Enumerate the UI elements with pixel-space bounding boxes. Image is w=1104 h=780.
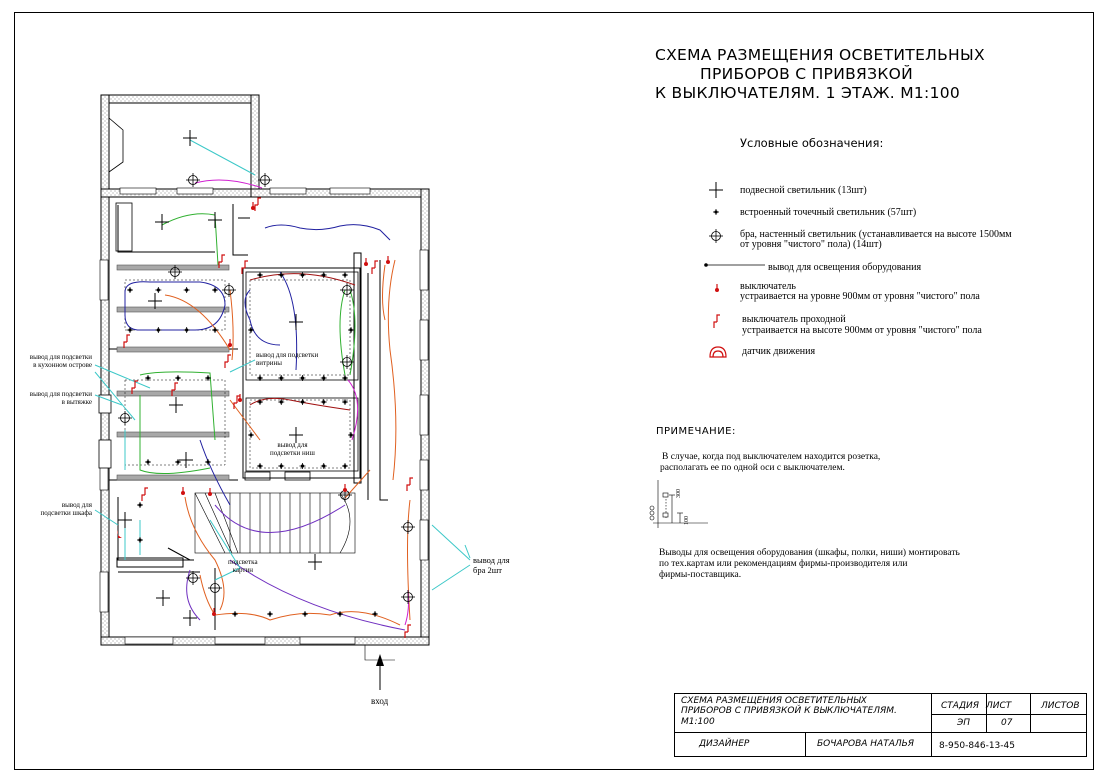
note-sketch (649, 480, 708, 528)
legend-sconce-1: бра, настенный светильник (устанавливает… (740, 229, 1012, 240)
spot-light (341, 271, 349, 279)
callout-showcase-2: витрины (256, 359, 282, 367)
sheet-frame (14, 12, 1094, 770)
stamp-sheet-label: ЛИСТ (986, 701, 1012, 711)
callout-showcase-1: вывод для подсветки (256, 351, 319, 359)
title-block: СХЕМА РАЗМЕЩЕНИЯ ОСВЕТИТЕЛЬНЫХ ПРИБОРОВ … (674, 693, 1087, 757)
spot-light (247, 431, 255, 439)
callout-bra: вывод для бра 2шт (473, 555, 510, 575)
legend-motion: датчик движения (742, 346, 816, 357)
windows (99, 187, 429, 645)
callout-niche: вывод для подсветки ниш (270, 441, 315, 457)
spot-light (341, 462, 349, 470)
callout-island-2: в кухонном острове (33, 361, 92, 369)
spot-light (126, 326, 134, 334)
legend-passswitch-2: устраивается на высоте 900мм от уровня "… (742, 325, 982, 336)
legend-symbols (704, 181, 765, 358)
callout-cabinet-2: подсветки шкафа (40, 509, 92, 517)
stamp-title-1: СХЕМА РАЗМЕЩЕНИЯ ОСВЕТИТЕЛЬНЫХ (681, 696, 867, 706)
sconce-lights (117, 172, 416, 605)
callout-hood-2: в вытяжке (61, 398, 92, 406)
spot-light (126, 286, 134, 294)
note-text-4: по тех.картам или рекомендациям фирмы-пр… (659, 559, 908, 569)
callout-hood-1: вывод для подсветки (29, 390, 92, 398)
spot-light (154, 326, 162, 334)
spot-light (347, 326, 355, 334)
stamp-role: ДИЗАЙНЕР (699, 739, 750, 749)
callout-niche-2: подсветки ниш (270, 449, 315, 457)
spot-light (277, 462, 285, 470)
spot-light (136, 536, 144, 544)
spot-light (174, 374, 182, 382)
note-text-2: располагать ее по одной оси с выключател… (660, 463, 845, 473)
spot-light (144, 458, 152, 466)
legend-sconce-2: от уровня "чистого" пола) (14шт) (740, 239, 882, 250)
legend-switch-1: выключатель (740, 281, 796, 292)
legend-pendant: подвесной светильник (13шт) (740, 185, 867, 196)
callout-pictures-1: подсветка (228, 558, 258, 566)
callout-pictures: подсветка картин (228, 558, 258, 574)
hood-outlet-box (98, 394, 112, 414)
stamp-phone: 8-950-846-13-45 (939, 741, 1015, 751)
spot-light (231, 610, 239, 618)
title-line-2: ПРИБОРОВ С ПРИВЯЗКОЙ (700, 65, 914, 83)
annex-room (108, 102, 252, 252)
stamp-stage-label: СТАДИЯ (941, 701, 979, 711)
callout-bra-2: бра 2шт (473, 565, 502, 575)
callout-showcase: вывод для подсветки витрины (256, 351, 318, 367)
title-line-1: СХЕМА РАЗМЕЩЕНИЯ ОСВЕТИТЕЛЬНЫХ (655, 46, 985, 64)
callout-niche-1: вывод для (277, 441, 308, 449)
niche-frames (244, 271, 359, 481)
spot-light (301, 610, 309, 618)
note-text-1: В случае, когда под выключателем находит… (662, 452, 881, 462)
drawing-title: СХЕМА РАЗМЕЩЕНИЯ ОСВЕТИТЕЛЬНЫХ ПРИБОРОВ … (655, 46, 985, 103)
note-dim-300: 300 (676, 489, 682, 498)
spot-light (299, 398, 306, 406)
legend-heading: Условные обозначения: (740, 136, 884, 150)
legend-switch-2: устраивается на уровне 900мм от уровня "… (740, 291, 980, 302)
callout-island-1: вывод для подсветки (29, 353, 92, 361)
stamp-sheet: 07 (1001, 718, 1013, 728)
title-line-3: К ВЫКЛЮЧАТЕЛЯМ. 1 ЭТАЖ. М1:100 (655, 84, 961, 102)
callout-cabinet: вывод для подсветки шкафа (14, 501, 92, 517)
stamp-title-3: М1:100 (681, 717, 715, 727)
niche-box (98, 439, 112, 469)
entrance-arrow (364, 645, 395, 690)
callout-leaders (94, 359, 471, 591)
spot-light (320, 398, 328, 406)
note-dim-100: 100 (684, 516, 690, 525)
callout-bra-1: вывод для (473, 555, 510, 565)
stamp-sheets-label: ЛИСТОВ (1041, 701, 1080, 711)
stamp-name: БОЧАРОВА НАТАЛЬЯ (817, 739, 915, 749)
motion-sensor-plan (117, 530, 122, 538)
callout-entrance: вход (371, 696, 389, 706)
spot-light (136, 501, 144, 509)
spot-light (299, 271, 306, 279)
spot-light (204, 458, 212, 466)
callout-cabinet-1: вывод для (61, 501, 92, 509)
spot-light (266, 610, 274, 618)
callout-island: вывод для подсветки в кухонном острове (14, 353, 92, 369)
callout-hood: вывод для подсветки в вытяжке (14, 390, 92, 406)
note-heading: ПРИМЕЧАНИЕ: (656, 426, 736, 437)
spot-light (154, 286, 162, 294)
callout-pictures-2: картин (232, 566, 253, 574)
wiring (124, 139, 411, 631)
legend-passswitch-1: выключатель проходной (742, 314, 846, 325)
staircase (194, 492, 356, 554)
note-text-5: фирмы-поставщика. (659, 570, 742, 580)
legend-spot: встроенный точечный светильник (57шт) (740, 207, 917, 218)
spot-light (183, 286, 191, 294)
spot-light (183, 326, 191, 334)
stamp-stage: ЭП (957, 718, 971, 728)
legend-equipment: вывод для освещения оборудования (768, 262, 922, 273)
spot-light (247, 326, 255, 334)
stamp-title-2: ПРИБОРОВ С ПРИВЯЗКОЙ К ВЫКЛЮЧАТЕЛЯМ. (681, 706, 897, 716)
spot-light (211, 326, 219, 334)
note-text-3: Выводы для освещения оборудования (шкафы… (659, 548, 960, 558)
kitchen-units (116, 264, 230, 481)
